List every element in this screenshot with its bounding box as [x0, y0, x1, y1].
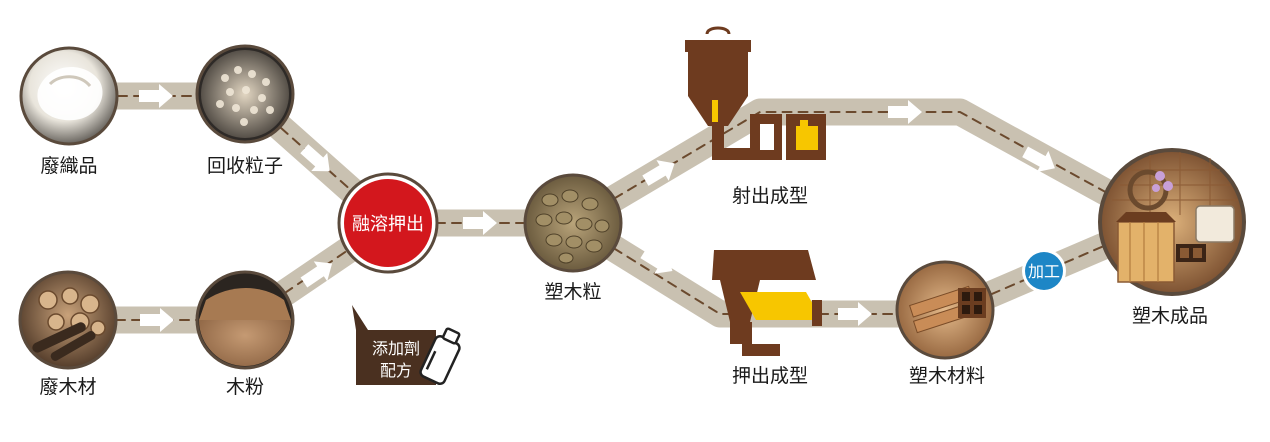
bottle-icon [419, 327, 461, 386]
label-wpc-material: 塑木材料 [909, 365, 985, 387]
extrusion-molding-machine: 押出成型 [712, 250, 822, 387]
arrow-icon [838, 302, 872, 326]
node-waste-textile: 廢織品 [19, 46, 119, 177]
node-melt-extrude: 融溶押出 [337, 172, 439, 274]
arrow-icon [1022, 146, 1055, 172]
arrow-icon [642, 160, 675, 186]
arrow-icon [300, 261, 333, 288]
label-recycled-pellets: 回收粒子 [207, 155, 283, 177]
processing-badge: 加工 [1022, 249, 1066, 293]
injection-molding-machine: 射出成型 [685, 26, 826, 207]
arrow-icon [463, 211, 497, 235]
label-wood-powder: 木粉 [226, 376, 264, 398]
arrow-icon [888, 100, 922, 124]
label-additive-line1: 添加劑 [372, 339, 420, 358]
label-wpc-pellets: 塑木粒 [544, 281, 601, 303]
node-waste-wood: 廢木材 [18, 270, 118, 398]
label-additive-line2: 配方 [380, 361, 412, 380]
label-processing: 加工 [1028, 262, 1060, 281]
label-waste-wood: 廢木材 [39, 376, 96, 398]
arrow-icon [640, 247, 673, 274]
node-wood-powder: 木粉 [195, 270, 295, 398]
label-injection-molding: 射出成型 [732, 185, 808, 207]
label-waste-textile: 廢織品 [40, 155, 97, 177]
additive-callout: 添加劑 配方 [352, 305, 461, 386]
node-wpc-product: 塑木成品 [1098, 148, 1246, 327]
arrow-icon [139, 84, 173, 108]
flow-arrows [139, 84, 1055, 332]
node-recycled-pellets: 回收粒子 [195, 44, 295, 177]
node-wpc-material: 塑木材料 [895, 260, 995, 387]
node-wpc-pellets: 塑木粒 [523, 173, 623, 303]
label-extrusion-molding: 押出成型 [732, 365, 808, 387]
label-melt-extrude: 融溶押出 [352, 214, 424, 235]
label-wpc-product: 塑木成品 [1132, 305, 1208, 327]
arrow-icon [300, 144, 330, 172]
arrow-icon [140, 308, 174, 332]
profile-icon [958, 288, 986, 318]
